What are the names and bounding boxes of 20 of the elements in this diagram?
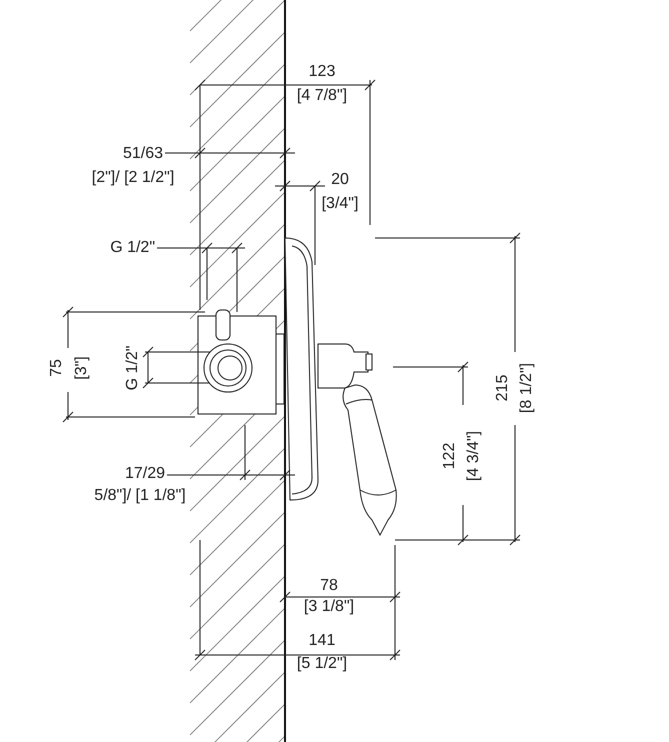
dimension-label: 215 xyxy=(494,374,512,402)
dimension-label: [5 1/2"] xyxy=(296,655,348,673)
dimension-label: [3/4"] xyxy=(322,195,358,213)
dimension-label: [2"]/ [2 1/2"] xyxy=(92,169,174,187)
dimension-label: [3 1/8"] xyxy=(304,598,354,616)
dimension-label: 20 xyxy=(331,171,349,189)
dimension-label: [4 3/4"] xyxy=(465,430,483,482)
dimension-label: 78 xyxy=(320,577,338,595)
dimension-label: 5/8"]/ [1 1/8"] xyxy=(94,487,186,505)
dimension-label: [4 7/8"] xyxy=(296,87,348,105)
dimension-label: 122 xyxy=(441,442,459,470)
dimension-label: 75 xyxy=(48,359,66,377)
dimension-label: 17/29 xyxy=(124,465,165,483)
dimension-label: 123 xyxy=(308,63,336,81)
dimension-label: 51/63 xyxy=(122,145,163,163)
dimension-label: G 1/2" xyxy=(110,239,155,257)
dimension-label: [3"] xyxy=(73,356,91,380)
dimension-label: 141 xyxy=(308,632,336,650)
dimension-label: [8 1/2"] xyxy=(518,362,536,414)
dimension-label: G 1/2" xyxy=(124,346,142,390)
